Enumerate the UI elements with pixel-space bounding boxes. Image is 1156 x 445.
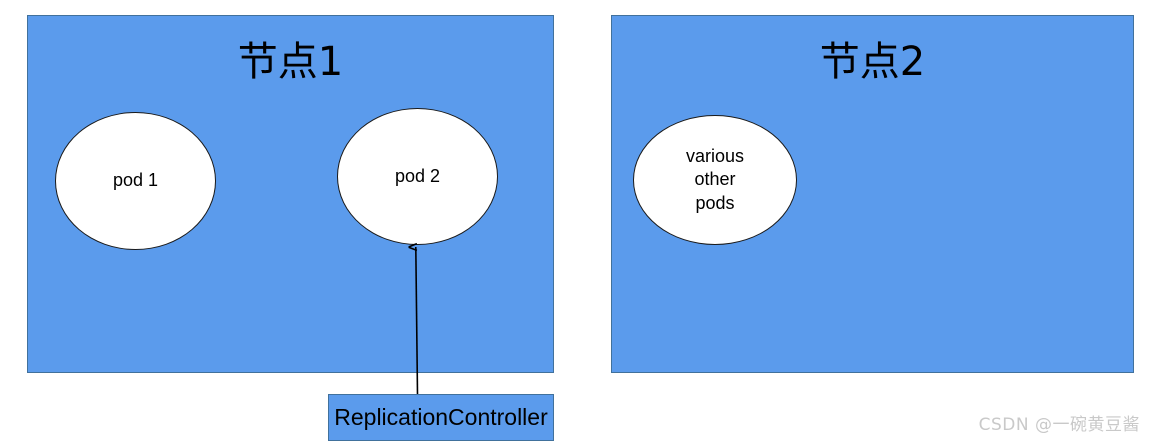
arrow-replicationcontroller-to-pod2: [390, 235, 419, 396]
pod-label-pod2: pod 2: [394, 165, 441, 186]
pod-ellipse-various-other-pods: various other pods: [633, 115, 797, 245]
pod-label-various-other-pods: various other pods: [685, 146, 745, 213]
node-title-node2: 节点2: [819, 39, 926, 85]
watermark-text: CSDN @一碗黄豆酱: [978, 415, 1140, 435]
node-title-node1: 节点1: [237, 39, 344, 85]
replicationcontroller-box[interactable]: ReplicationController: [328, 394, 554, 441]
pod-ellipse-pod1: pod 1: [55, 112, 216, 250]
replicationcontroller-label: ReplicationController: [334, 404, 548, 430]
pod-label-pod1: pod 1: [112, 170, 159, 191]
pod-ellipse-pod2: pod 2: [337, 108, 498, 245]
